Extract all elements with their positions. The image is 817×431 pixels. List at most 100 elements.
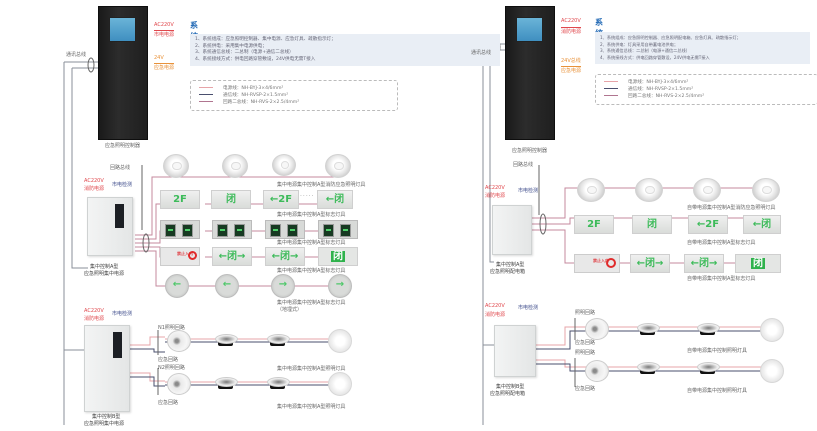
left-bottom-caption2: 应急照明集中电源 <box>84 421 125 427</box>
left-emergency-light[interactable] <box>272 154 296 176</box>
left-emergency-light[interactable] <box>222 154 248 178</box>
right-loop-label: 回路总线 <box>513 162 534 168</box>
left-legend: 电源线：NH-BYJ-3×4/6mm² 通信线：NH-RVSP-2×1.5mm²… <box>190 80 398 111</box>
right-mid-caption1: 集中控制A型 <box>496 262 525 268</box>
loop-label: 应急回路 <box>158 357 179 363</box>
left-row-caption: 集中电源集中控制A型标志灯具 <box>277 212 346 218</box>
comm-line-swatch <box>199 94 213 95</box>
left-emergency-light[interactable] <box>163 154 189 178</box>
right-overview-list: 1、系统组成：应急照明控制器、应急照明配电箱、应急灯具、疏散指示灯； 2、系统供… <box>595 32 810 65</box>
right-emergency-light[interactable] <box>635 178 663 202</box>
left-mid-ctrl-label: 市电检测 <box>112 182 133 188</box>
downlight[interactable] <box>697 362 720 374</box>
left-bottom-ctrl-label: 市电检测 <box>112 311 133 317</box>
left-emergency-light[interactable] <box>325 154 351 178</box>
downlight[interactable] <box>215 334 238 346</box>
downlight[interactable] <box>267 377 290 389</box>
exit-sign[interactable]: 闭 <box>211 190 251 209</box>
left-mid-ac-sub: 消防电源 <box>84 186 105 192</box>
right-bottom-distribution-box[interactable] <box>494 325 536 377</box>
floor-sign[interactable]: 2F <box>574 215 614 234</box>
arrow-floor-sign[interactable]: ←2F <box>263 190 299 209</box>
left-row-caption: 集中电源集中控制A型消防应急照明灯具 <box>277 182 366 188</box>
left-host-cabinet[interactable] <box>98 6 148 140</box>
right-bottom-caption2: 应急照明配电箱 <box>490 391 526 397</box>
no-entry-sign[interactable]: 禁止入内 <box>574 254 620 273</box>
left-comm-line-inner <box>71 68 88 269</box>
floor-indicator-light[interactable]: ← <box>165 274 189 298</box>
double-side-sign[interactable] <box>265 220 305 239</box>
no-entry-sign[interactable]: 禁止入内 <box>160 247 200 266</box>
exit-sign-with-light[interactable]: 闭 <box>735 254 781 273</box>
exit-sign[interactable]: 闭 <box>632 215 672 234</box>
bidirectional-exit-sign[interactable]: ←闭→ <box>212 247 252 266</box>
left-row-caption: 集中电源集中控制A型标志灯具 <box>277 268 346 274</box>
arrow-floor-sign[interactable]: ←2F <box>688 215 728 234</box>
right-host-out-sub: 应急电源 <box>561 66 582 74</box>
arrow-exit-sign[interactable]: ←闭 <box>743 215 781 234</box>
right-bottom-ac-sub: 消防电源 <box>485 312 506 318</box>
exit-sign-with-light[interactable]: 闭 <box>318 247 358 266</box>
left-overview-item: 4、系统接线方式：供电回路穿管敷设，24V供电无需T接入 <box>195 56 316 62</box>
floor-indicator-light[interactable]: ← <box>215 274 239 298</box>
downlight[interactable] <box>215 377 238 389</box>
ceiling-light[interactable] <box>328 329 352 353</box>
right-emergency-light[interactable] <box>752 178 780 202</box>
left-central-power-box[interactable] <box>87 197 133 256</box>
double-side-sign[interactable] <box>318 220 358 239</box>
ceiling-light[interactable] <box>328 372 352 396</box>
power-line-swatch <box>199 87 213 88</box>
left-overview-item: 2、系统供电：采用集中电源供电； <box>195 43 267 49</box>
right-comm-line-label: 通讯总线 <box>471 50 492 56</box>
double-side-sign[interactable] <box>212 220 252 239</box>
right-mid-caption2: 应急照明配电箱 <box>490 269 526 275</box>
right-row-caption: 自带电源集中控制A型消防应急照明灯具 <box>687 205 776 211</box>
right-row-caption: 自带电源集中控制A型标志灯具 <box>687 276 756 282</box>
left-bottom-power-box[interactable] <box>84 325 130 412</box>
floor-indicator-light[interactable]: → <box>271 274 295 298</box>
right-bottom-row-caption: 自带电源集中控制照明灯具 <box>687 388 748 394</box>
left-conduit-ring-mid <box>142 233 150 253</box>
spotlight[interactable] <box>167 330 191 352</box>
right-conduit-ring-mid <box>539 213 547 235</box>
left-overview-list: 1、系统组成：应急照明控制器、集中电源、应急灯具、疏散指示灯； 2、系统供电：采… <box>190 34 500 67</box>
floor-sign[interactable]: 2F <box>160 190 200 209</box>
loop-label: 照明回路 <box>575 310 596 316</box>
right-distribution-box[interactable] <box>492 205 532 255</box>
left-host-screen <box>109 17 136 42</box>
left-legend-item: 回路二总线：NH-RVS-2×2.5/4mm² <box>199 99 389 106</box>
right-mid-ac-sub: 消防电源 <box>485 193 506 199</box>
left-overview-item: 3、系统通信总线：二总制（电源+通信二总线） <box>195 50 294 56</box>
spotlight[interactable] <box>167 373 191 395</box>
right-emergency-light[interactable] <box>693 178 721 202</box>
bidirectional-exit-sign[interactable]: ←闭→ <box>684 254 724 273</box>
ceiling-light[interactable] <box>760 359 784 383</box>
downlight[interactable] <box>697 323 720 335</box>
spotlight[interactable] <box>585 318 609 340</box>
downlight[interactable] <box>267 334 290 346</box>
right-host-cabinet[interactable] <box>505 6 555 140</box>
downlight[interactable] <box>637 323 660 335</box>
spotlight[interactable] <box>585 360 609 382</box>
left-mid-ac-label: AC220V <box>84 178 104 184</box>
loop-line-swatch <box>199 101 213 102</box>
right-bottom-row-caption: 自带电源集中控制照明灯具 <box>687 348 748 354</box>
right-emergency-light[interactable] <box>577 178 605 202</box>
left-comm-line-label: 通讯总线 <box>66 52 87 58</box>
left-bottom-ac-sub: 消防电源 <box>84 316 105 322</box>
left-bottom-row-caption: 集中电源集中控制A型照明灯具 <box>277 366 346 372</box>
double-side-sign[interactable] <box>160 220 200 239</box>
bidirectional-exit-sign[interactable]: ←闭→ <box>630 254 670 273</box>
loop-label: N2照明回路 <box>158 365 185 371</box>
left-row-caption: 集中电源集中控制A型标志灯具 <box>277 300 346 306</box>
left-mid-caption1: 集中控制A型 <box>90 264 119 270</box>
downlight[interactable] <box>637 362 660 374</box>
arrow-exit-sign[interactable]: ←闭 <box>317 190 353 209</box>
ceiling-light[interactable] <box>760 318 784 342</box>
left-bottom-row-caption: 集中电源集中控制A型照明灯具 <box>277 404 346 410</box>
bidirectional-exit-sign[interactable]: ←闭→ <box>265 247 305 266</box>
prohibited-icon <box>188 251 197 260</box>
right-bottom-ac-label: AC220V <box>485 303 505 309</box>
floor-indicator-light[interactable]: → <box>328 274 352 298</box>
right-mid-ctrl-label: 市电检测 <box>518 188 539 194</box>
